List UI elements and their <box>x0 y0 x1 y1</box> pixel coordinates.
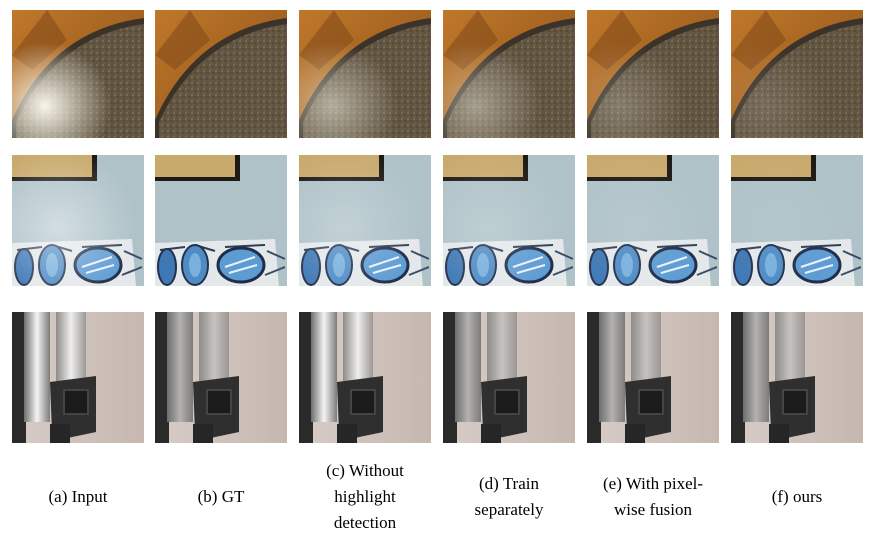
caption-col-6: (f) ours <box>725 484 869 510</box>
caption-line: (f) ours <box>771 487 823 506</box>
caption-line: highlight <box>334 487 396 506</box>
image-wall-painting-with-blue-ovals-col-5 <box>587 155 719 286</box>
caption-col-4: (d) Train separately <box>437 471 581 523</box>
image-wall-painting-with-blue-ovals-col-6 <box>731 155 863 286</box>
image-wall-painting-with-blue-ovals-col-4 <box>443 155 575 286</box>
caption-col-2: (b) GT <box>149 484 293 510</box>
caption-line: separately <box>474 500 544 519</box>
image-speckled-plate-edge-col-4 <box>443 10 575 138</box>
image-speckled-plate-edge-col-5 <box>587 10 719 138</box>
image-gray-pipes-with-black-bracket-col-4 <box>443 312 575 443</box>
caption-line: (c) Without <box>326 461 404 480</box>
caption-line: wise fusion <box>614 500 692 519</box>
image-gray-pipes-with-black-bracket-col-3 <box>299 312 431 443</box>
caption-line: detection <box>333 513 397 532</box>
image-speckled-plate-edge-col-6 <box>731 10 863 138</box>
image-gray-pipes-with-black-bracket-col-2 <box>155 312 287 443</box>
caption-line: (a) Input <box>48 487 108 506</box>
image-speckled-plate-edge-col-2 <box>155 10 287 138</box>
caption-line: (b) GT <box>197 487 245 506</box>
caption-col-1: (a) Input <box>6 484 150 510</box>
image-wall-painting-with-blue-ovals-col-2 <box>155 155 287 286</box>
caption-col-3: (c) Without highlight detection <box>293 458 437 536</box>
image-speckled-plate-edge-col-1 <box>12 10 144 138</box>
image-speckled-plate-edge-col-3 <box>299 10 431 138</box>
caption-line: (e) With pixel- <box>602 474 704 493</box>
caption-col-5: (e) With pixel-wise fusion <box>581 471 725 523</box>
image-gray-pipes-with-black-bracket-col-5 <box>587 312 719 443</box>
caption-line: (d) Train <box>479 474 539 493</box>
image-gray-pipes-with-black-bracket-col-6 <box>731 312 863 443</box>
image-wall-painting-with-blue-ovals-col-3 <box>299 155 431 286</box>
image-wall-painting-with-blue-ovals-col-1 <box>12 155 144 286</box>
image-gray-pipes-with-black-bracket-col-1 <box>12 312 144 443</box>
